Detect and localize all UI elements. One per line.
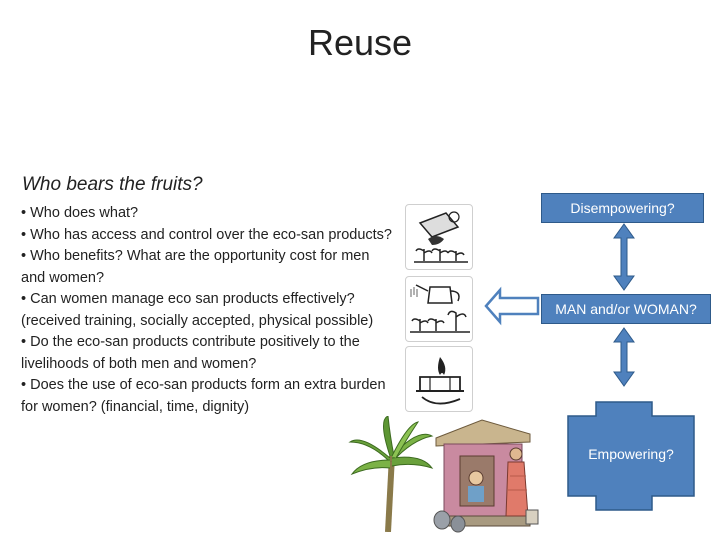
ecosan-toilet-illustration [433,419,539,533]
left-arrow [484,286,540,326]
disempowering-box: Disempowering? [541,193,704,223]
slide-title: Reuse [307,22,413,63]
biogas-flame-icon [405,346,473,412]
bullet-item: • Can women manage eco san products effe… [21,291,374,329]
watering-can-icon [405,276,473,342]
bullet-item: • Does the use of eco-san products form … [21,377,386,415]
empowering-shape [567,401,695,511]
double-arrow-down [613,327,635,387]
bullet-list: • Who does what? • Who has access and co… [21,203,396,418]
subtitle: Who bears the fruits? [22,174,203,195]
man-woman-box: MAN and/or WOMAN? [541,294,711,324]
double-arrow-up [613,223,635,291]
empowering-label: Empowering? [588,446,674,462]
fertilizer-plant-icon [405,204,473,270]
bullet-item: • Do the eco-san products contribute pos… [21,334,360,372]
bullet-item: • Who does what? [21,205,139,221]
bullet-item: • Who has access and control over the ec… [21,226,392,243]
bullet-item: • Who benefits? What are the opportunity… [21,248,370,286]
banana-tree-icon [348,416,434,532]
